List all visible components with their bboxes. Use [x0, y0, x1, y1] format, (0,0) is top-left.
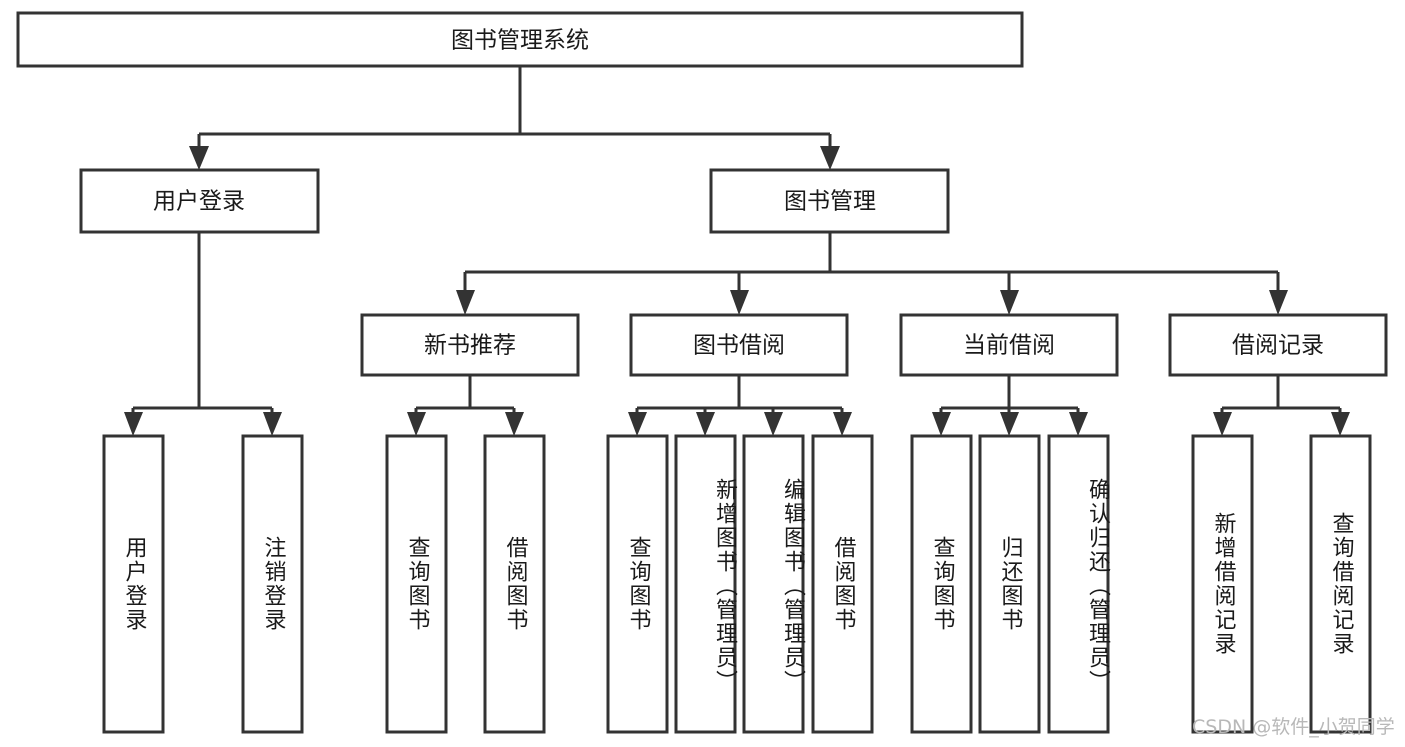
node-book-borrow[interactable]: 图书借阅 — [629, 313, 849, 377]
leaf-confirm-return-box[interactable] — [1047, 434, 1110, 734]
node-user-login-label: 用户登录 — [153, 189, 245, 215]
arrowhead-leaf-logout — [263, 412, 282, 436]
arrowhead-leaf-borrow-book-2 — [833, 412, 852, 436]
leaf-borrow-book-2-box[interactable] — [811, 434, 874, 734]
leaf-edit-book-box[interactable] — [742, 434, 805, 734]
node-book-manage-box[interactable] — [709, 168, 950, 234]
arrowhead-leaf-confirm-return — [1069, 412, 1088, 436]
node-borrow-record-box[interactable] — [1168, 313, 1388, 377]
connector-group — [124, 66, 1350, 436]
node-current-borrow-box[interactable] — [899, 313, 1119, 377]
node-new-book-recommend-box[interactable] — [360, 313, 580, 377]
node-user-login-box[interactable] — [79, 168, 320, 234]
node-user-login[interactable]: 用户登录 — [79, 168, 320, 234]
node-root-label: 图书管理系统 — [451, 28, 589, 54]
node-current-borrow[interactable]: 当前借阅 — [899, 313, 1119, 377]
arrowhead-leaf-borrow-book-1 — [505, 412, 524, 436]
node-book-borrow-box[interactable] — [629, 313, 849, 377]
node-book-manage-label: 图书管理 — [784, 189, 876, 215]
arrowhead-leaf-add-book — [696, 412, 715, 436]
arrowhead-user-login — [189, 146, 209, 170]
leaf-query-record-box[interactable] — [1309, 434, 1372, 734]
node-root[interactable]: 图书管理系统 — [16, 11, 1024, 68]
node-root-box[interactable] — [16, 11, 1024, 68]
leaf-box-group — [102, 434, 1372, 734]
arrowhead-book-manage — [820, 146, 840, 170]
leaf-return-book-box[interactable] — [978, 434, 1041, 734]
leaf-query-book-3-box[interactable] — [910, 434, 973, 734]
arrowhead-leaf-query-record — [1331, 412, 1350, 436]
arrowhead-leaf-query-book-2 — [628, 412, 647, 436]
node-new-book-recommend-label: 新书推荐 — [424, 333, 516, 359]
node-book-manage[interactable]: 图书管理 — [709, 168, 950, 234]
node-borrow-record-label: 借阅记录 — [1232, 333, 1324, 359]
leaf-query-book-1-box[interactable] — [385, 434, 448, 734]
arrowhead-new-book-recommend — [456, 290, 475, 315]
leaf-borrow-book-1-box[interactable] — [483, 434, 546, 734]
csdn-watermark: CSDN @软件_小贺同学 — [1192, 716, 1395, 738]
leaf-user-login-box[interactable] — [102, 434, 165, 734]
leaf-query-book-2-box[interactable] — [606, 434, 669, 734]
arrowhead-leaf-return-book — [1000, 412, 1019, 436]
arrowhead-borrow-record — [1269, 290, 1288, 315]
node-current-borrow-label: 当前借阅 — [963, 333, 1055, 359]
arrowhead-leaf-add-record — [1213, 412, 1232, 436]
leaf-add-record-box[interactable] — [1191, 434, 1254, 734]
arrowhead-leaf-query-book-3 — [932, 412, 951, 436]
leaf-logout-box[interactable] — [241, 434, 304, 734]
leaf-add-book-box[interactable] — [674, 434, 737, 734]
node-new-book-recommend[interactable]: 新书推荐 — [360, 313, 580, 377]
arrowhead-leaf-query-book-1 — [407, 412, 426, 436]
arrowhead-book-borrow — [730, 290, 749, 315]
node-book-borrow-label: 图书借阅 — [693, 333, 785, 359]
arrowhead-leaf-edit-book — [764, 412, 783, 436]
arrowhead-leaf-user-login — [124, 412, 143, 436]
node-borrow-record[interactable]: 借阅记录 — [1168, 313, 1388, 377]
arrowhead-current-borrow — [1000, 290, 1019, 315]
